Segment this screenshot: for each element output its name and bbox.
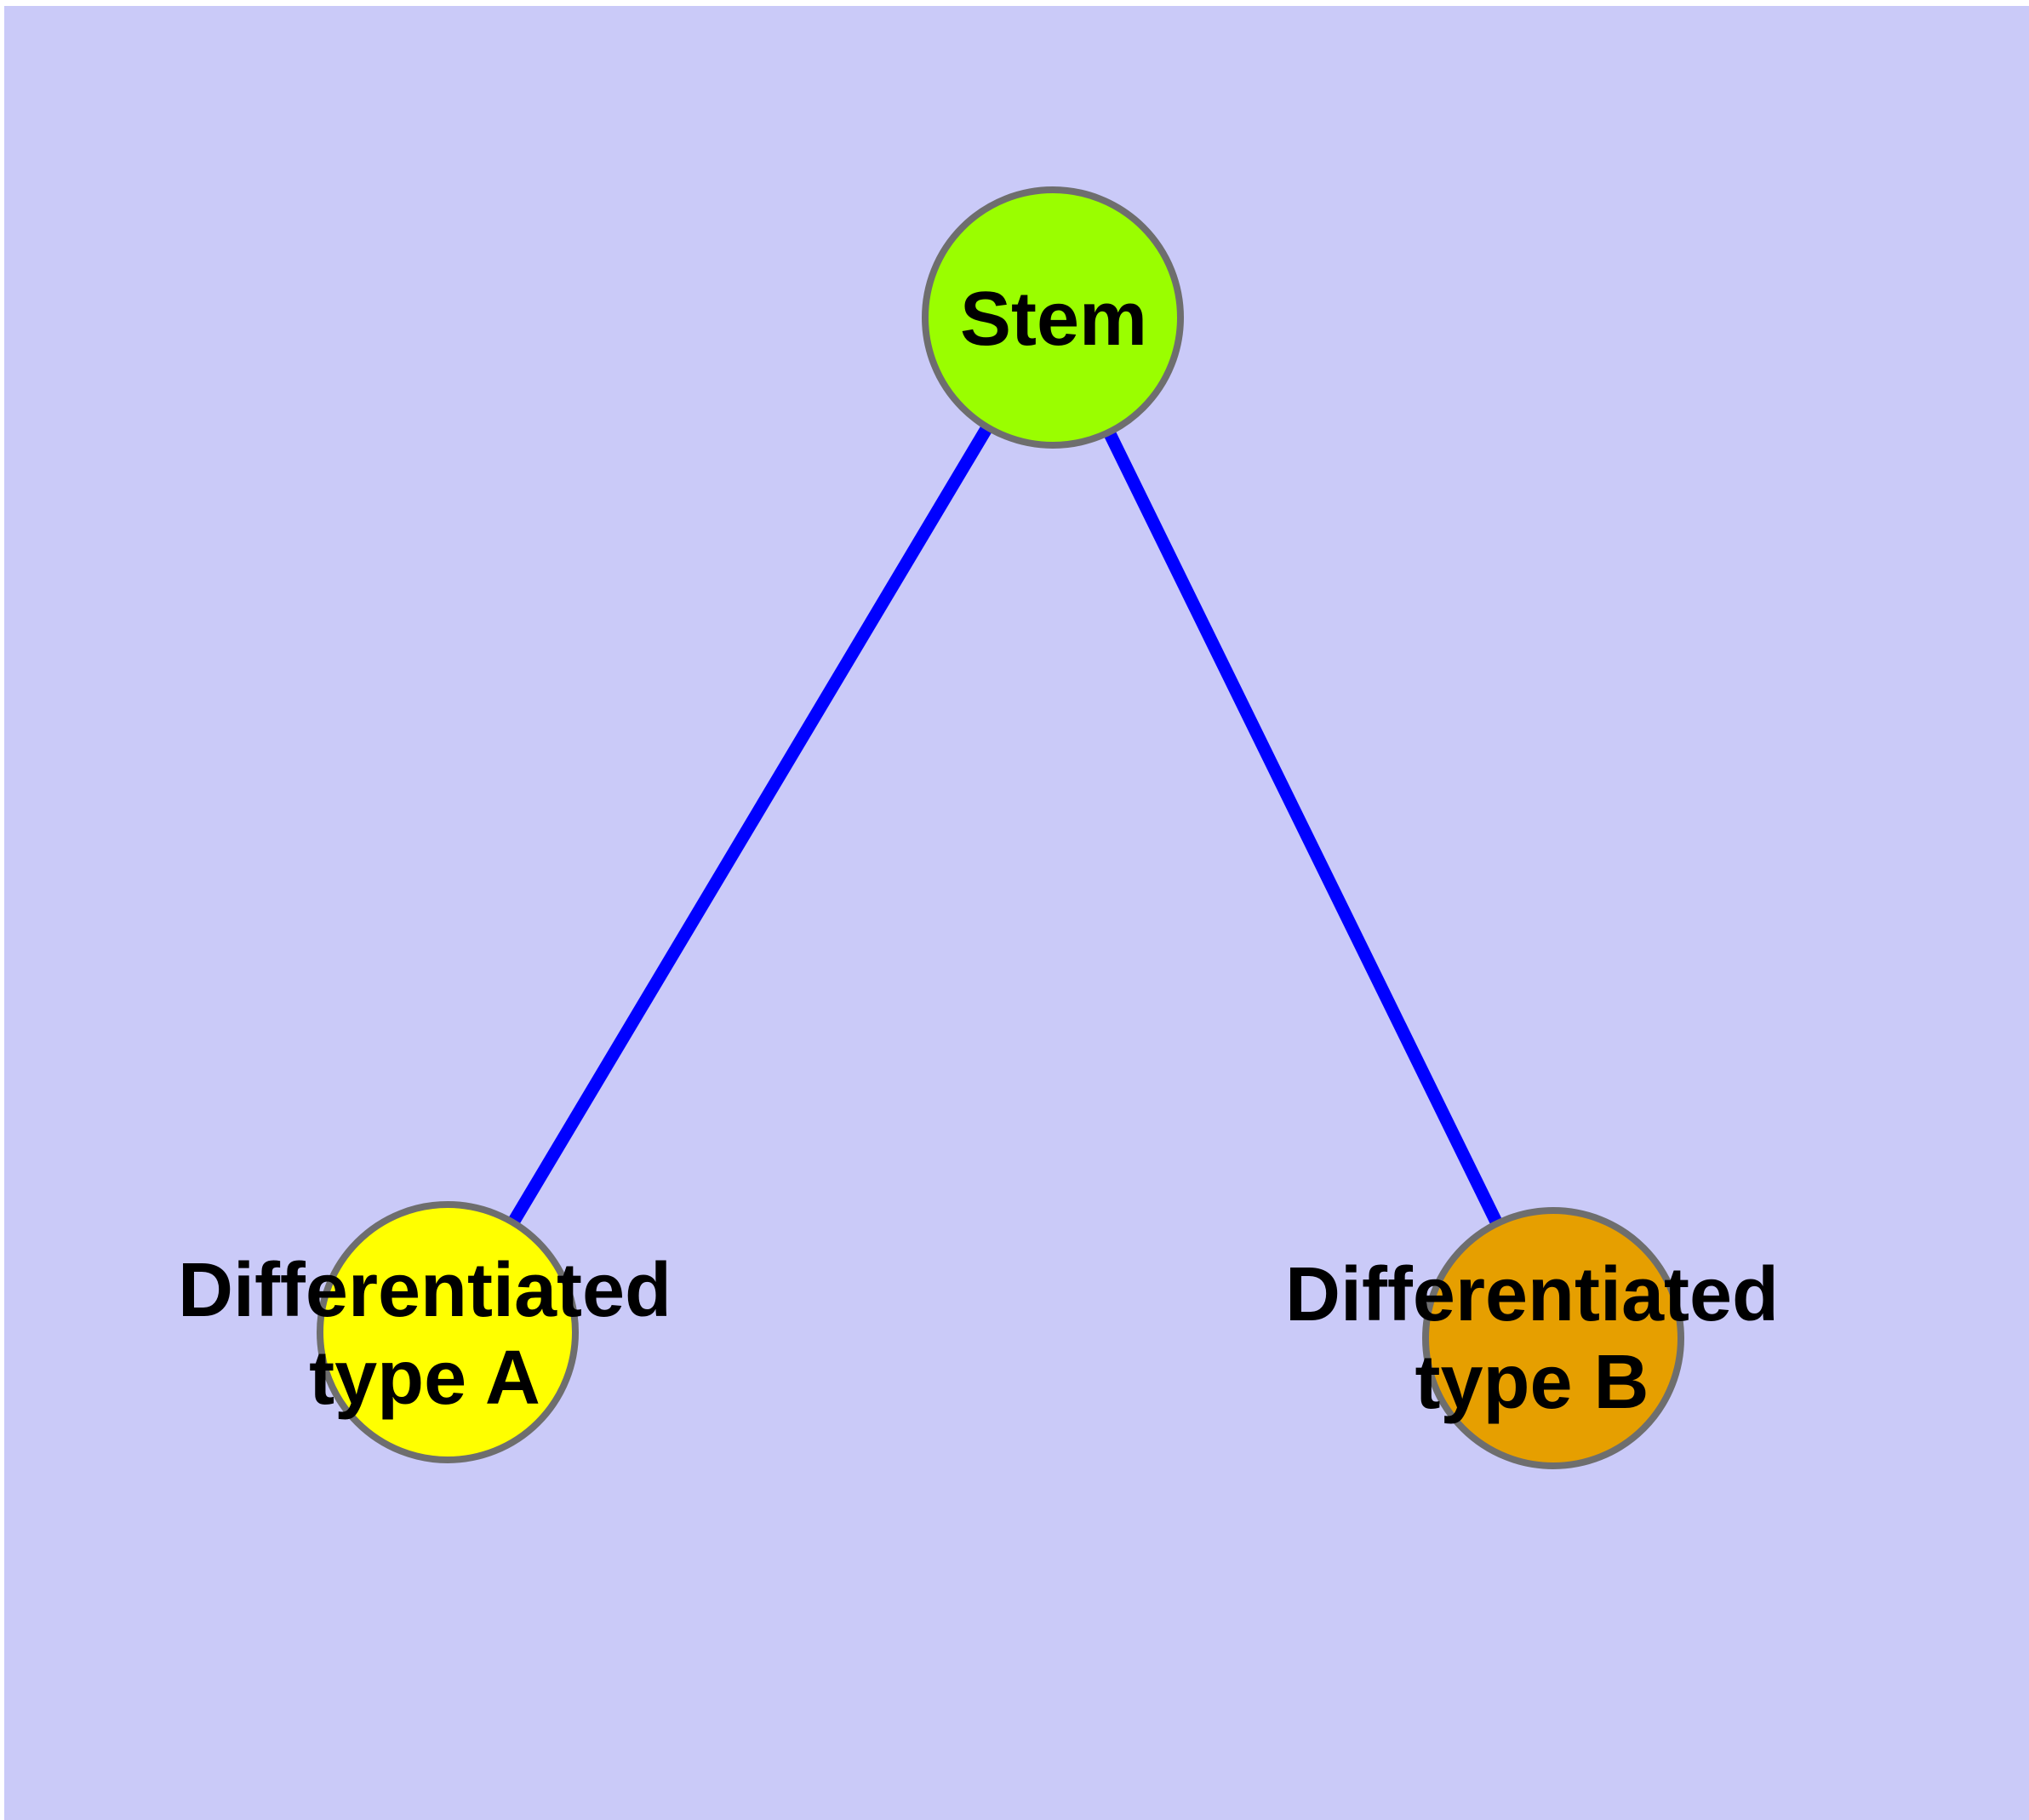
edge-stem-to-differentiated-type-a: [442, 314, 1059, 1336]
node-differentiated-type-a-label-line1: Differentiated: [178, 1248, 672, 1333]
node-differentiated-type-b-label-line2: type B: [1415, 1340, 1649, 1425]
node-differentiated-type-a: [317, 1201, 579, 1463]
node-stem-label: Stem: [960, 277, 1147, 362]
node-differentiated-type-b: [1422, 1207, 1684, 1469]
node-differentiated-type-b-label-line1: Differentiated: [1285, 1252, 1779, 1337]
edge-stem-to-differentiated-type-b: [1047, 314, 1559, 1342]
node-stem: [922, 186, 1184, 449]
node-differentiated-type-a-label-line2: type A: [309, 1336, 540, 1421]
